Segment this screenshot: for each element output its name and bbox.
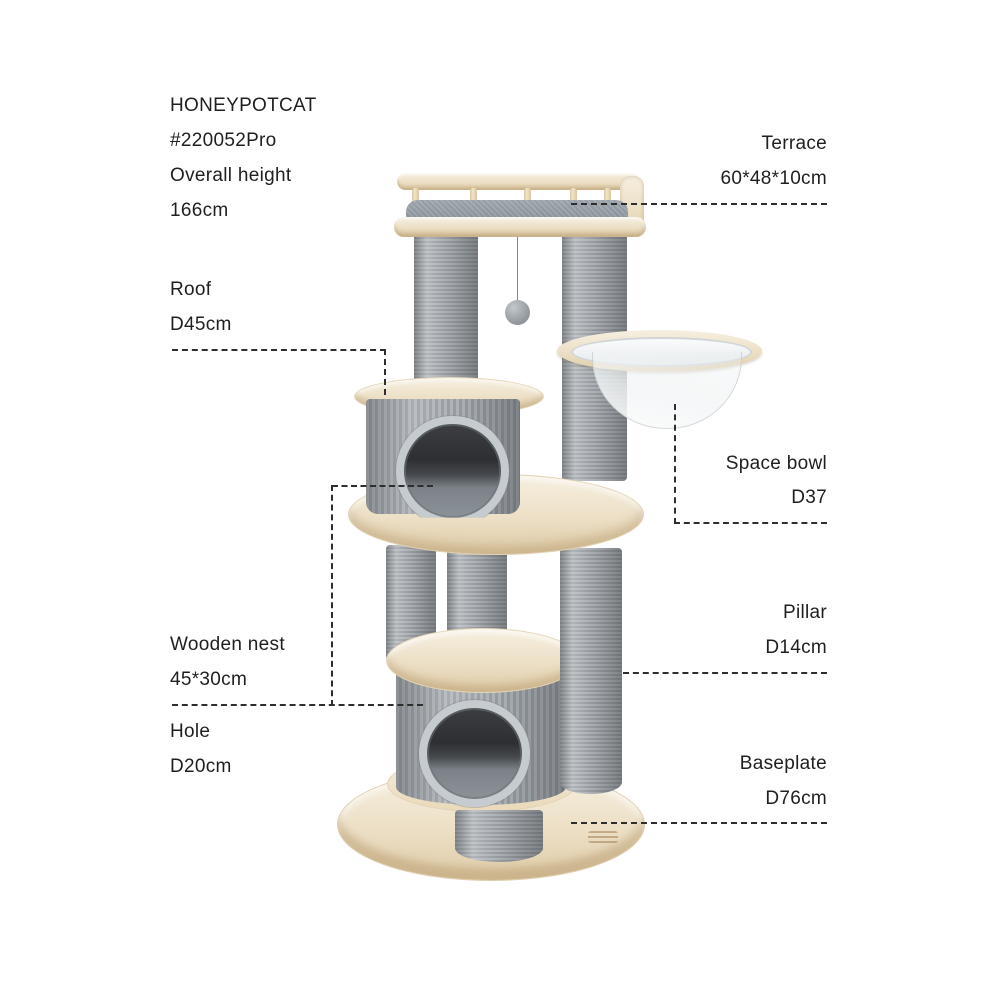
wooden-nest-value: 45*30cm [170,669,248,690]
baseplate-label: Baseplate [739,753,827,774]
space-bowl-value: D37 [791,487,827,508]
hole-label: Hole [170,721,211,742]
model-number: #220052Pro [170,130,277,151]
scratching-post-upper-left [414,231,478,391]
wooden-nest-leader-line-vertical [331,485,333,706]
toy-string [517,234,518,302]
wooden-nest-label: Wooden nest [170,634,285,655]
scratching-post-stub [455,810,543,862]
baseplate-value: D76cm [765,788,827,809]
space-bowl-leader-line [674,522,827,524]
roof-leader-line-vertical [384,349,386,395]
overall-height-value: 166cm [170,200,229,221]
roof-leader-line [172,349,386,351]
brand-name: HONEYPOTCAT [170,95,317,116]
brand-stamp-mark [588,831,618,843]
roof-label: Roof [170,279,212,300]
lower-nest-roof [386,628,580,693]
space-bowl-label: Space bowl [725,453,827,474]
terrace-platform [394,217,646,237]
lower-nest-hole [419,700,530,807]
wooden-nest-leader-line [332,485,433,487]
terrace-leader-line [571,203,827,205]
upper-nest-hole [396,416,509,526]
baseplate-leader-line [571,822,827,824]
hole-leader-line [172,704,423,706]
pillar-leader-line [623,672,827,674]
roof-value: D45cm [170,314,232,335]
terrace-label: Terrace [761,133,827,154]
terrace-value: 60*48*10cm [720,168,827,189]
hanging-ball-toy [505,300,530,325]
scratching-post-right-bottom [560,548,622,794]
terrace-rail [397,173,639,190]
pillar-value: D14cm [765,637,827,658]
hole-value: D20cm [170,756,232,777]
overall-height-label: Overall height [170,165,292,186]
pillar-label: Pillar [782,602,827,623]
space-bowl-leader-line-vertical [674,404,676,524]
